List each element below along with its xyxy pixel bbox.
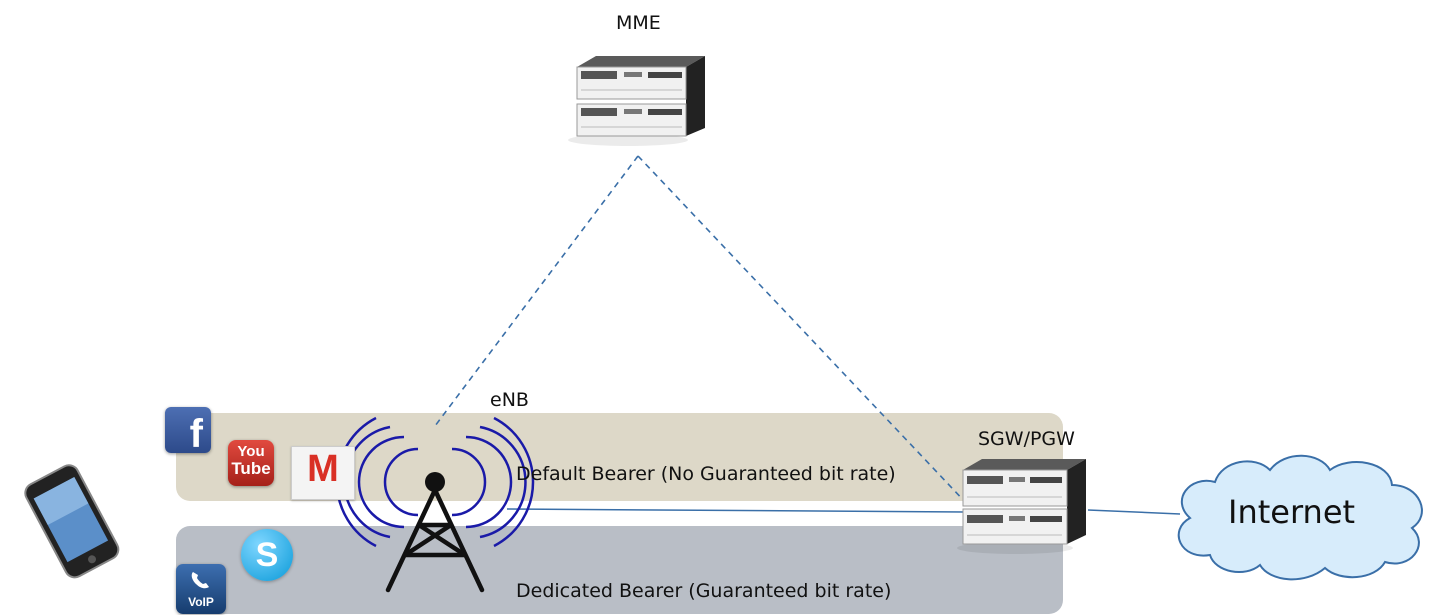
dedicated-bearer-band	[176, 526, 1063, 614]
gmail-glyph: M	[307, 448, 339, 490]
internet-label: Internet	[1228, 493, 1356, 531]
internet-cloud-icon	[1177, 454, 1423, 581]
mme-server-icon	[568, 56, 705, 146]
sgw-internet-link	[1087, 509, 1181, 515]
youtube-icon: You Tube	[228, 440, 274, 486]
mme-enb-link	[434, 155, 639, 427]
voip-icon: VoIP	[176, 564, 226, 614]
smartphone-icon	[24, 464, 120, 579]
youtube-line1: You	[237, 443, 265, 460]
dedicated-bearer-label: Dedicated Bearer (Guaranteed bit rate)	[516, 580, 892, 602]
youtube-line2: Tube	[231, 459, 271, 478]
phone-handset-icon	[191, 572, 209, 589]
mme-sgw-link	[637, 155, 969, 506]
skype-glyph: S	[255, 536, 279, 574]
enb-tower-icon	[335, 416, 535, 593]
facebook-glyph: f	[189, 412, 203, 456]
default-bearer-label: Default Bearer (No Guaranteed bit rate)	[516, 463, 896, 485]
enb-label: eNB	[490, 389, 529, 411]
facebook-icon: f	[165, 407, 211, 456]
sgw-pgw-server-icon	[957, 459, 1086, 554]
voip-label: VoIP	[188, 595, 214, 609]
sgw-pgw-label: SGW/PGW	[978, 428, 1075, 450]
skype-icon: S	[241, 529, 293, 581]
mme-label: MME	[616, 12, 661, 34]
enb-sgw-link	[506, 508, 966, 513]
gmail-icon: M	[291, 446, 355, 500]
